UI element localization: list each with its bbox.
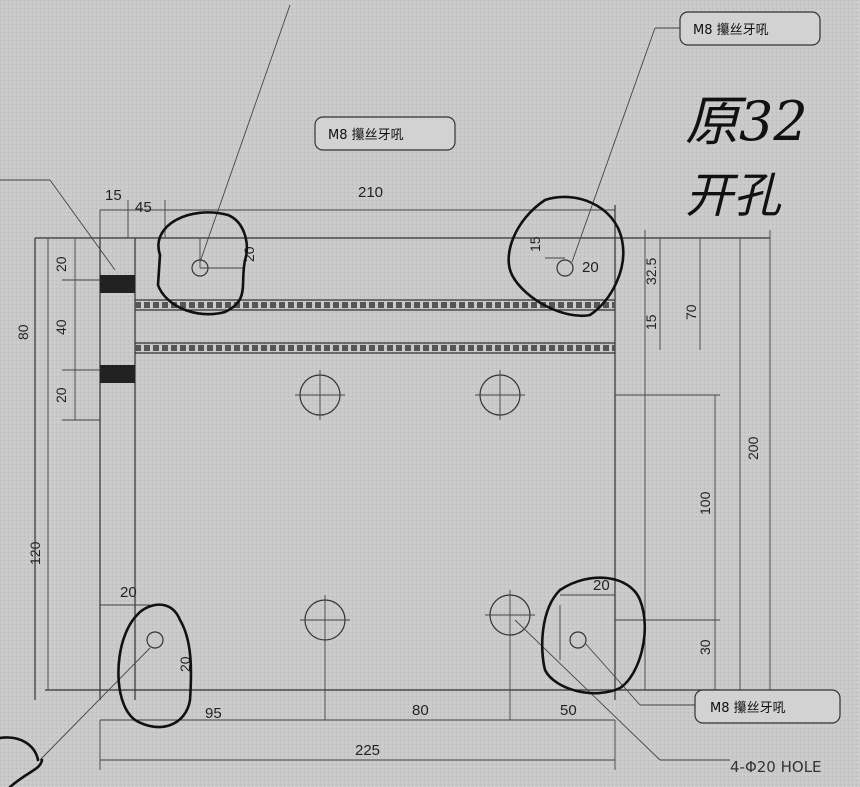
leader-lines bbox=[0, 4, 730, 761]
marker-circle-top-right bbox=[507, 195, 625, 318]
dim-top-45: 45 bbox=[135, 199, 152, 216]
dim-top-210: 210 bbox=[358, 184, 383, 201]
marker-stroke-bottom-left-corner bbox=[0, 736, 44, 787]
dim-right-15: 15 bbox=[643, 314, 659, 330]
dim-right-200: 200 bbox=[745, 436, 761, 460]
dim-bl-20-h: 20 bbox=[120, 584, 137, 601]
hole-upper-left bbox=[295, 370, 345, 420]
dim-right-100: 100 bbox=[697, 491, 713, 515]
marker-circle-top-left bbox=[156, 211, 249, 316]
callout-holes-label: 4-Φ20 HOLE bbox=[730, 758, 822, 776]
dim-hole-tr-20: 20 bbox=[582, 259, 599, 276]
marker-circle-bottom-left bbox=[117, 603, 193, 729]
groove-lower bbox=[135, 342, 615, 354]
tapped-hole-top-left bbox=[191, 238, 245, 277]
dim-bottom-50: 50 bbox=[560, 702, 577, 719]
callout-m8-center-label: M8 攥丝牙吼 bbox=[328, 127, 404, 143]
dim-bottom-95: 95 bbox=[205, 705, 222, 722]
tapped-hole-bottom-left bbox=[146, 631, 164, 649]
dim-right-32-5: 32.5 bbox=[643, 258, 659, 285]
marker-circle-bottom-right bbox=[540, 576, 647, 695]
callout-m8-bottom-right-label: M8 攥丝牙吼 bbox=[710, 700, 786, 716]
dim-hole-tr-15: 15 bbox=[527, 236, 543, 252]
dim-bottom-80: 80 bbox=[412, 702, 429, 719]
dimension-lines bbox=[47, 200, 741, 770]
dim-left-80: 80 bbox=[15, 324, 31, 340]
callout-m8-center: M8 攥丝牙吼 bbox=[314, 116, 456, 151]
dim-bl-20-v: 20 bbox=[177, 656, 193, 672]
dim-right-70: 70 bbox=[683, 304, 699, 320]
dim-br-20: 20 bbox=[593, 577, 610, 594]
hole-lower-right bbox=[485, 590, 535, 700]
callout-m8-top-right-label: M8 攥丝牙吼 bbox=[693, 22, 769, 38]
hole-lower-left bbox=[300, 595, 350, 700]
tapped-hole-bottom-right bbox=[559, 605, 587, 660]
side-bar bbox=[100, 275, 135, 383]
handwritten-note-line1: 原32 bbox=[685, 90, 808, 153]
dim-left-40: 40 bbox=[53, 319, 69, 335]
dim-bottom-225: 225 bbox=[355, 742, 380, 759]
callout-m8-bottom-right: M8 攥丝牙吼 bbox=[694, 689, 841, 724]
handwritten-note-line2: 开孔 bbox=[685, 168, 782, 224]
dim-left-20-top: 20 bbox=[53, 256, 69, 272]
callout-m8-top-right: M8 攥丝牙吼 bbox=[679, 11, 821, 46]
tapped-hole-top-right bbox=[545, 257, 574, 277]
dim-left-20-bottom: 20 bbox=[53, 387, 69, 403]
dim-left-120: 120 bbox=[27, 541, 43, 565]
dim-top-15: 15 bbox=[105, 187, 122, 204]
dim-right-30: 30 bbox=[697, 639, 713, 655]
hole-upper-right bbox=[475, 370, 525, 420]
dim-hole-tl-20: 20 bbox=[241, 246, 257, 262]
